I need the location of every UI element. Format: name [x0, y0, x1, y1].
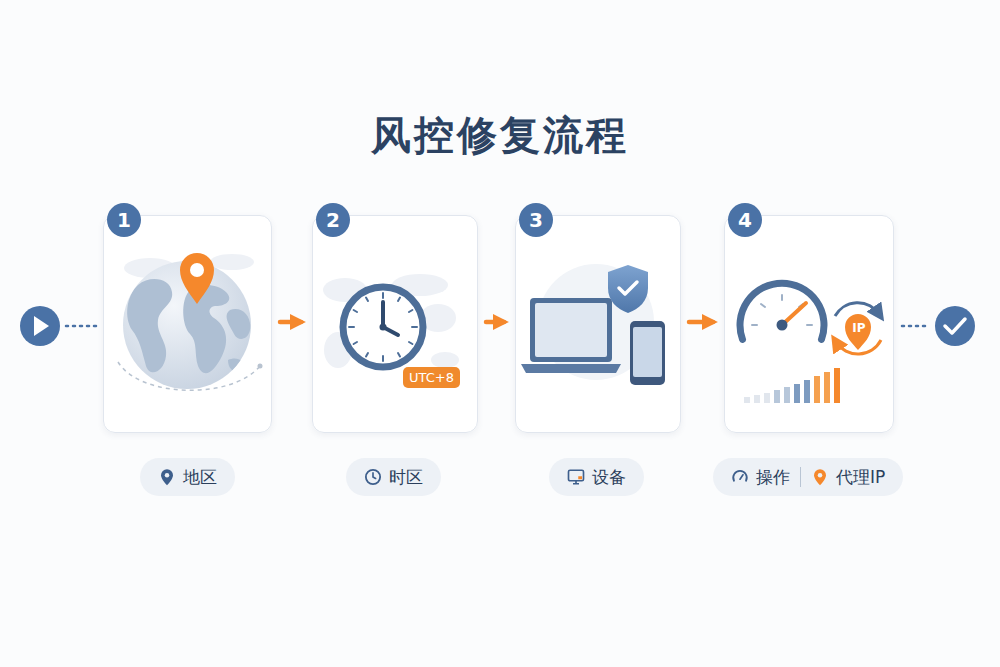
category-label: 地区	[183, 466, 217, 489]
pill-item: 操作	[731, 466, 790, 489]
gauge-icon	[731, 468, 749, 486]
category-label: 时区	[389, 466, 423, 489]
category-pill: 时区	[346, 458, 441, 496]
step-number: 3	[519, 203, 553, 237]
step-number: 4	[728, 203, 762, 237]
category-label: 设备	[592, 466, 626, 489]
pill-item: 代理IP	[800, 467, 885, 487]
step-number: 1	[107, 203, 141, 237]
flow-arrow	[280, 320, 301, 325]
monitor-icon	[567, 468, 585, 486]
step-number: 2	[316, 203, 350, 237]
start-symbol	[20, 306, 96, 346]
step-card: 4IP	[724, 215, 894, 433]
step-card: 2UTC+8	[312, 215, 478, 433]
category-label: 操作	[756, 466, 790, 489]
pill-item: 地区	[158, 466, 217, 489]
end-symbol	[902, 306, 975, 346]
badge-label: UTC+8	[403, 367, 460, 388]
device-icon	[521, 264, 665, 385]
pill-item: 时区	[364, 466, 423, 489]
category-pill: 操作 代理IP	[713, 458, 903, 496]
badge-label: IP	[847, 320, 871, 336]
clock-icon	[364, 468, 382, 486]
category-label: 代理IP	[836, 466, 885, 489]
globe-icon	[118, 253, 263, 390]
category-pill: 地区	[140, 458, 235, 496]
pin-icon	[158, 468, 176, 486]
pill-item: 设备	[567, 466, 626, 489]
flow-arrow	[689, 320, 713, 325]
clock-icon	[323, 274, 459, 368]
gauge-icon	[740, 283, 824, 339]
category-pill: 设备	[549, 458, 644, 496]
card-ground	[103, 215, 894, 433]
diagram-title: 风控修复流程	[0, 108, 1000, 163]
signal-bars	[744, 368, 840, 403]
step-card: 1	[103, 215, 272, 433]
step-card: 3	[515, 215, 681, 433]
pinOrange-icon	[811, 468, 829, 486]
flow-arrow	[486, 320, 504, 325]
ip-refresh-icon	[835, 303, 881, 354]
